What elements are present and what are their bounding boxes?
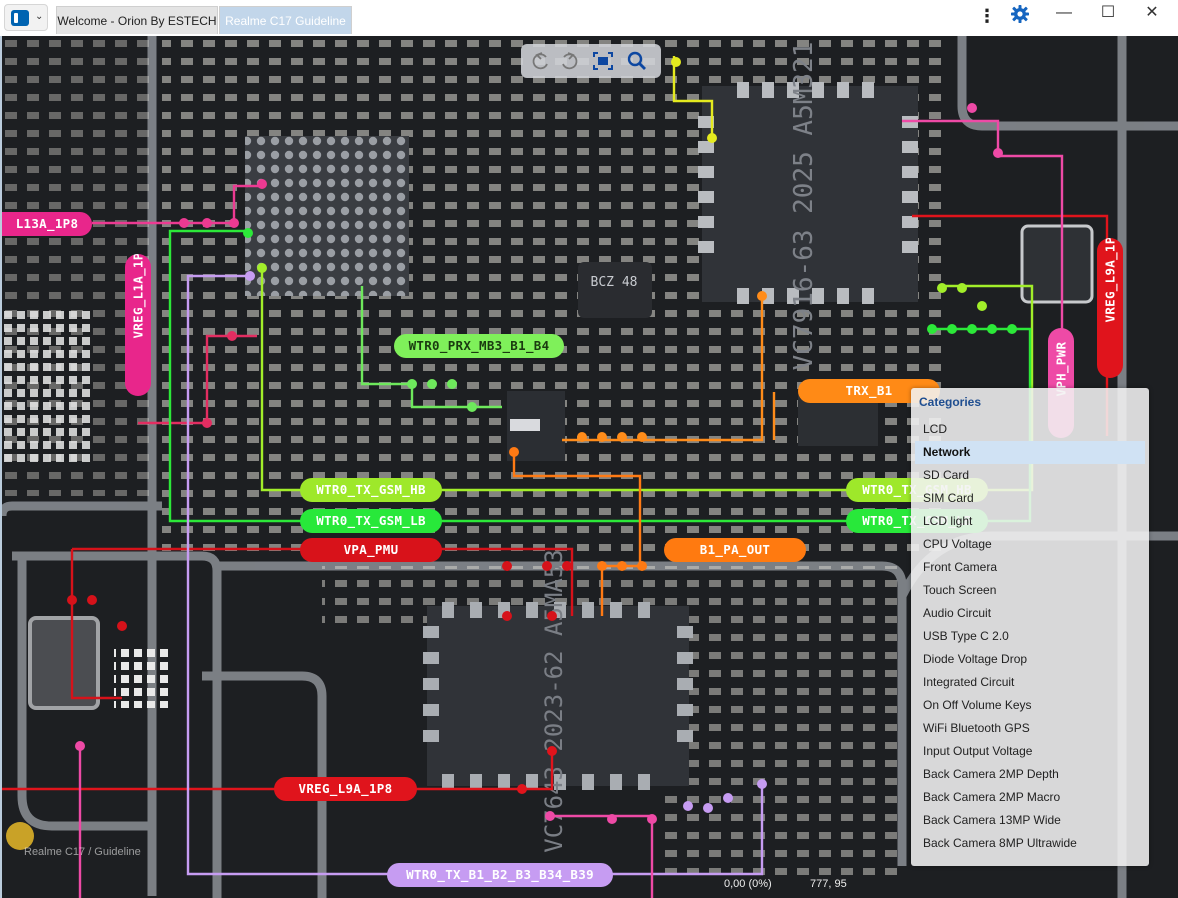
close-button[interactable]: ✕ [1145, 4, 1159, 21]
tab-welcome[interactable]: Welcome - Orion By ESTECH [56, 6, 218, 34]
chip-u2-marking: BCZ 48 [591, 275, 638, 290]
net-label-vreg-l1a-1p2[interactable]: VREG_L1A_1P2 [125, 254, 151, 396]
category-item[interactable]: Audio Circuit [923, 606, 992, 620]
categories-title: Categories [919, 395, 982, 409]
search-icon[interactable] [625, 49, 649, 73]
category-item[interactable]: LCD [923, 422, 948, 436]
category-item[interactable]: On Off Volume Keys [923, 698, 1032, 712]
net-label-b1-pa-out[interactable]: B1_PA_OUT [664, 538, 806, 562]
zoom-readout: 0,00 (0%) [724, 878, 772, 890]
title-bar: ⌄ Welcome - Orion By ESTECH Realme C17 G… [0, 0, 1178, 36]
tab-realme-c17-guideline[interactable]: Realme C17 Guideline [219, 6, 352, 34]
chevron-down-icon: ⌄ [35, 11, 44, 22]
category-item[interactable]: Back Camera 2MP Macro [923, 790, 1061, 804]
category-item[interactable]: USB Type C 2.0 [923, 629, 1009, 643]
category-item[interactable]: LCD light [923, 514, 973, 528]
rotate-left-icon[interactable] [529, 49, 553, 73]
category-item[interactable]: CPU Voltage [923, 537, 992, 551]
net-label-vreg-l9a-1p8-right[interactable]: VREG_L9A_1P8 [1097, 238, 1123, 378]
category-item[interactable]: Touch Screen [923, 583, 997, 597]
app-menu-button[interactable]: ⌄ [4, 4, 48, 31]
category-item[interactable]: Front Camera [923, 560, 998, 574]
net-label-wtr0-tx-gsm-hb[interactable]: WTR0_TX_GSM_HB [300, 478, 442, 502]
chip-u3-marking: VC7643 2023-62 A5MA53 [540, 549, 568, 852]
category-item[interactable]: Diode Voltage Drop [923, 652, 1028, 666]
maximize-button[interactable]: ☐ [1100, 4, 1116, 21]
chip-u1-marking: VC7916-63 2025 A5M321 [789, 42, 819, 371]
category-item[interactable]: Network [915, 441, 1145, 464]
app-logo-icon [11, 10, 29, 26]
net-label-l13a-1p8[interactable]: L13A_1P8 [2, 212, 92, 236]
rotate-right-icon[interactable] [557, 49, 581, 73]
category-item[interactable]: Back Camera 8MP Ultrawide [923, 836, 1077, 850]
viewer-toolbar [521, 44, 661, 78]
category-item[interactable]: SIM Card [923, 491, 974, 505]
net-label-vpa-pmu[interactable]: VPA_PMU [300, 538, 442, 562]
more-options-icon[interactable]: ⋮ [978, 6, 996, 26]
fit-screen-icon[interactable] [591, 49, 615, 73]
board-viewer[interactable]: VC7916-63 2025 A5M321 BCZ 48 VC7643 2023… [0, 36, 1178, 898]
category-item[interactable]: Back Camera 13MP Wide [923, 813, 1061, 827]
category-item[interactable]: SD Card [923, 468, 970, 482]
board-watermark: Realme C17 / Guideline [24, 846, 141, 858]
net-label-vreg-l9a-1p8[interactable]: VREG_L9A_1P8 [274, 777, 417, 801]
minimize-button[interactable]: — [1056, 4, 1072, 21]
category-item[interactable]: WiFi Bluetooth GPS [923, 721, 1030, 735]
gear-icon[interactable] [1008, 4, 1032, 28]
net-label-wtr0-tx-gsm-lb[interactable]: WTR0_TX_GSM_LB [300, 509, 442, 533]
net-label-wtr0-tx-b1-b2-b3-b34-b39[interactable]: WTR0_TX_B1_B2_B3_B34_B39 [387, 863, 613, 887]
category-item[interactable]: Integrated Circuit [923, 675, 1015, 689]
cursor-coordinates: 777, 95 [810, 878, 847, 890]
category-item[interactable]: Back Camera 2MP Depth [923, 767, 1059, 781]
net-label-wtr0-prx-mb3-b1-b4[interactable]: WTR0_PRX_MB3_B1_B4 [394, 334, 564, 358]
category-item[interactable]: Input Output Voltage [923, 744, 1033, 758]
